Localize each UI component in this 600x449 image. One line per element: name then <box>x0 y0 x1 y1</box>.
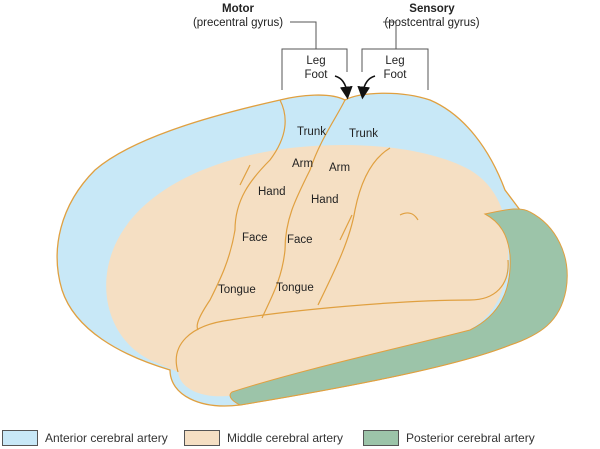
motor-foot-label: Foot <box>304 69 328 81</box>
motor-hand: Hand <box>258 186 286 198</box>
middle-swatch <box>184 430 220 446</box>
legend-label: Middle cerebral artery <box>227 431 344 445</box>
motor-face: Face <box>242 232 268 244</box>
legend-anterior: Anterior cerebral artery <box>2 430 168 446</box>
legend-posterior: Posterior cerebral artery <box>363 430 535 446</box>
legend-label: Posterior cerebral artery <box>406 431 535 445</box>
sensory-arm: Arm <box>329 162 350 174</box>
posterior-swatch <box>363 430 399 446</box>
motor-title: Motor <box>222 3 254 15</box>
sensory-hand: Hand <box>311 194 339 206</box>
sensory-foot-label: Foot <box>383 69 407 81</box>
sensory-title: Sensory <box>409 3 455 15</box>
legend-label: Anterior cerebral artery <box>45 431 168 445</box>
motor-trunk: Trunk <box>297 126 326 138</box>
sensory-subtitle: (postcentral gyrus) <box>384 17 479 29</box>
motor-tongue: Tongue <box>218 284 256 296</box>
posterior-region <box>229 208 568 406</box>
legend-middle: Middle cerebral artery <box>184 430 343 446</box>
motor-arm: Arm <box>292 158 313 170</box>
anterior-swatch <box>2 430 38 446</box>
middle-region <box>106 144 509 397</box>
sensory-face: Face <box>287 234 313 246</box>
sensory-tongue: Tongue <box>276 282 314 294</box>
motor-subtitle: (precentral gyrus) <box>193 17 283 29</box>
sensory-trunk: Trunk <box>349 128 378 140</box>
motor-leg-label: Leg <box>306 55 325 67</box>
sensory-leg-label: Leg <box>385 55 404 67</box>
